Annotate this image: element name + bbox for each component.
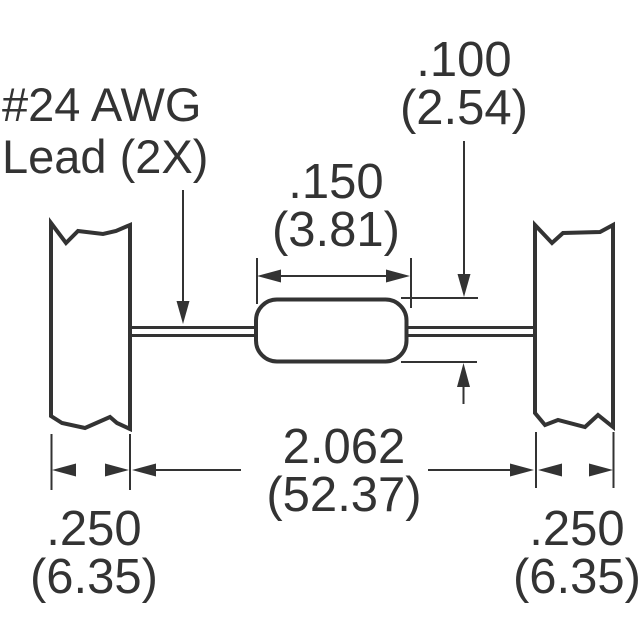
dim-body-length-lines	[256, 258, 412, 308]
dim-mm: (6.35)	[29, 550, 159, 604]
dim-mm: (3.81)	[271, 203, 401, 257]
dim-tape-left-lines	[52, 463, 129, 477]
dim-mm: (6.35)	[512, 550, 640, 604]
left-tape-outline	[49, 217, 132, 433]
dim-overall-label: 2.062 (52.37)	[266, 420, 422, 522]
arrowhead-right-icon	[589, 463, 613, 477]
right-tape-outline	[533, 219, 615, 432]
arrowhead-left-icon	[132, 463, 156, 477]
lead-pointer-arrow	[176, 190, 190, 324]
dim-body-height-lines	[401, 141, 478, 404]
left-tape	[49, 217, 132, 433]
dim-mm: (52.37)	[266, 468, 422, 522]
arrowhead-right-icon	[386, 269, 410, 283]
lead-label-line1: #24 AWG	[2, 78, 202, 131]
arrowhead-left-icon	[538, 463, 562, 477]
bottom-extension-lines	[50, 432, 615, 490]
lead-label: #24 AWG Lead (2X)	[2, 79, 208, 183]
arrowhead-left-icon	[257, 269, 281, 283]
dim-tape-right-label: .250 (6.35)	[512, 502, 640, 604]
arrowhead-right-icon	[510, 463, 534, 477]
dim-inches: .250	[529, 502, 625, 556]
arrowhead-left-icon	[52, 463, 76, 477]
dim-body-height-label: .100 (2.54)	[399, 33, 529, 135]
component-body	[254, 297, 409, 364]
dim-mm: (2.54)	[399, 81, 529, 135]
arrowhead-down-icon	[457, 274, 471, 297]
right-tape	[533, 219, 615, 432]
dim-inches: .250	[46, 502, 142, 556]
lead-label-line2: Lead (2X)	[2, 130, 209, 183]
dim-inches: 2.062	[282, 420, 406, 474]
dim-body-length-label: .150 (3.81)	[271, 155, 401, 257]
component-body-outline	[254, 297, 409, 364]
dim-inches: .150	[288, 155, 384, 209]
arrowhead-down-icon	[176, 301, 190, 324]
dim-tape-right-lines	[538, 463, 613, 477]
dim-overall-lines	[132, 463, 534, 477]
arrowhead-right-icon	[105, 463, 129, 477]
dim-inches: .100	[416, 33, 512, 87]
arrowhead-up-icon	[457, 363, 470, 387]
dim-tape-left-label: .250 (6.35)	[29, 502, 159, 604]
